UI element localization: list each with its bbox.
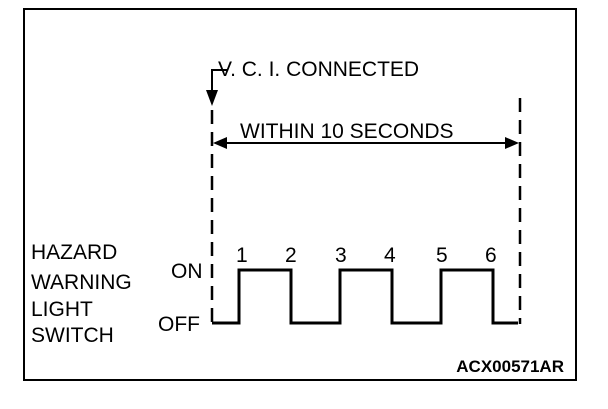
pulse-edge-labels: 1 2 3 4 5 6	[236, 244, 497, 267]
edge-label-4: 4	[384, 244, 396, 267]
vci-arrow-head	[206, 90, 218, 106]
on-level-label: ON	[171, 260, 203, 283]
figure-code: ACX00571AR	[456, 357, 564, 376]
window-arrow-right-head	[505, 137, 519, 149]
signal-name-line-2: WARNING	[31, 271, 132, 294]
figure-frame	[23, 8, 577, 381]
edge-label-6: 6	[485, 244, 497, 267]
off-level-label: OFF	[158, 313, 200, 336]
signal-name-line-3: LIGHT	[31, 298, 93, 321]
vci-connected-label: V. C. I. CONNECTED	[218, 58, 419, 81]
within-seconds-label: WITHIN 10 SECONDS	[240, 120, 454, 143]
signal-name: HAZARD WARNING LIGHT SWITCH	[31, 241, 132, 347]
window-arrow-left-head	[213, 137, 227, 149]
edge-label-3: 3	[335, 244, 347, 267]
edge-label-5: 5	[436, 244, 448, 267]
edge-label-1: 1	[236, 244, 248, 267]
switch-waveform	[212, 268, 518, 325]
signal-name-line-1: HAZARD	[31, 241, 117, 264]
signal-name-line-4: SWITCH	[31, 324, 114, 347]
edge-label-2: 2	[285, 244, 297, 267]
